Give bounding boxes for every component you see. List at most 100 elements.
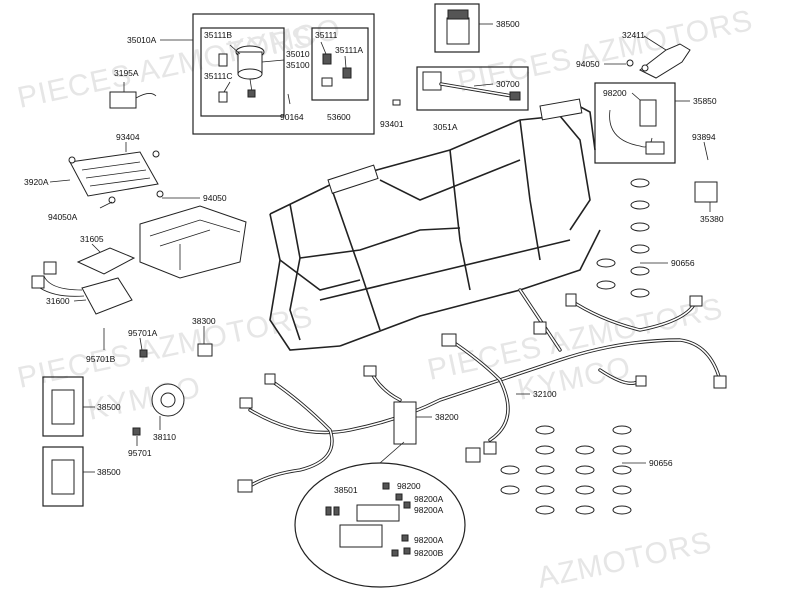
starter-relay-35850: [594, 82, 676, 164]
bolt-icon: [68, 156, 76, 164]
callout-93401[interactable]: 93401: [380, 119, 404, 129]
callout-35380[interactable]: 35380: [700, 214, 724, 224]
relay-body: [51, 389, 75, 425]
relay-body: [446, 17, 470, 45]
fuse-icon: [403, 547, 411, 555]
callout-3051A[interactable]: 3051A: [433, 122, 458, 132]
ecu-3920A: [68, 150, 164, 204]
callout-3920A[interactable]: 3920A: [24, 177, 49, 187]
callout-35111C[interactable]: 35111C: [204, 71, 233, 81]
callout-95701[interactable]: 95701: [128, 448, 152, 458]
watermark-text: KYMCO: [85, 371, 204, 427]
fuse-icon: [403, 501, 411, 509]
clip-set-90656-top: [596, 178, 650, 298]
regulator-body: [109, 91, 137, 109]
callout-38300[interactable]: 38300: [192, 316, 216, 326]
callout-95701A[interactable]: 95701A: [128, 328, 158, 338]
callout-38500[interactable]: 38500: [97, 467, 121, 477]
callout-98200A[interactable]: 98200A: [414, 535, 444, 545]
callout-35111B[interactable]: 35111B: [204, 30, 232, 40]
callout-35111[interactable]: 35111: [315, 30, 338, 40]
relay-38500-left-2: [42, 446, 84, 507]
callout-35100[interactable]: 35100: [286, 60, 310, 70]
callout-labels: 35010A 35111B 35111C 35010 35100 35111 3…: [24, 19, 724, 558]
callout-38200[interactable]: 38200: [435, 412, 459, 422]
callout-35010A[interactable]: 35010A: [127, 35, 157, 45]
relay-38500-top: [434, 3, 480, 53]
part-box: [416, 66, 529, 111]
screw-93401: [392, 99, 401, 106]
harness-connector: [635, 375, 647, 387]
callout-30700[interactable]: 30700: [496, 79, 520, 89]
pad-31605: [76, 247, 136, 275]
ignition-switch-bottom: [237, 68, 263, 80]
bolt-icon: [641, 64, 649, 72]
harness-connector: [465, 447, 481, 463]
callout-93404[interactable]: 93404: [116, 132, 140, 142]
callout-98200A[interactable]: 98200A: [414, 505, 444, 515]
harness-connector: [713, 375, 727, 389]
callout-35111A[interactable]: 35111A: [335, 45, 363, 55]
part-box: [42, 376, 84, 437]
callout-98200B[interactable]: 98200B: [414, 548, 444, 558]
callout-32411[interactable]: 32411: [622, 30, 645, 40]
ignition-connector: [247, 89, 256, 98]
bolt-icon: [152, 150, 160, 158]
callout-38500[interactable]: 38500: [97, 402, 121, 412]
callout-94050[interactable]: 94050: [576, 59, 600, 69]
bolt-icon: [108, 196, 116, 204]
callout-38501[interactable]: 38501: [334, 485, 358, 495]
callout-95701B[interactable]: 95701B: [86, 354, 116, 364]
ignition-key-icon: [218, 53, 228, 67]
callout-32100[interactable]: 32100: [533, 389, 557, 399]
callout-31605[interactable]: 31605: [80, 234, 104, 244]
harness-connector: [264, 373, 276, 385]
fuse-icon: [325, 506, 332, 516]
callout-93894[interactable]: 93894: [692, 132, 716, 142]
callout-94050A[interactable]: 94050A: [48, 212, 78, 222]
harness-connector: [565, 293, 577, 307]
leader-lines: [49, 23, 711, 473]
callout-31600[interactable]: 31600: [46, 296, 70, 306]
relay-35380: [694, 181, 718, 203]
fuse-icon: [333, 506, 340, 516]
fuse-icon: [382, 482, 390, 490]
harness-connector: [441, 333, 457, 347]
group-box-35010A: [192, 13, 375, 135]
regulator-connector: [43, 261, 57, 275]
fuse-box-38200: [393, 401, 417, 445]
callout-90164[interactable]: 90164: [280, 112, 304, 122]
callout-90656[interactable]: 90656: [671, 258, 695, 268]
lock-cylinder: [342, 67, 352, 79]
callout-38500[interactable]: 38500: [496, 19, 520, 29]
callout-3195A[interactable]: 3195A: [114, 68, 139, 78]
screw-90164: [287, 93, 291, 105]
callout-53600[interactable]: 53600: [327, 112, 351, 122]
callout-35010[interactable]: 35010: [286, 49, 310, 59]
bolt-icon: [156, 190, 164, 198]
callout-94050[interactable]: 94050: [203, 193, 227, 203]
callout-35850[interactable]: 35850: [693, 96, 717, 106]
group-box-35010: [200, 27, 285, 117]
fuse-detail-inset: [294, 441, 466, 588]
part-box: [594, 82, 676, 164]
regulator-connector: [31, 275, 45, 289]
ignition-key-icon: [218, 91, 228, 103]
regulator-wire: [135, 93, 157, 99]
sensor-30700: [416, 66, 529, 111]
callout-98200[interactable]: 98200: [603, 88, 627, 98]
battery-tray: [139, 205, 247, 279]
callout-90656[interactable]: 90656: [649, 458, 673, 468]
clip-set-90656-bottom: [500, 425, 632, 515]
bolt-icon: [626, 59, 634, 67]
callout-38110[interactable]: 38110: [153, 432, 176, 442]
callout-98200[interactable]: 98200: [397, 481, 421, 491]
lock-cylinder: [322, 53, 332, 65]
harness-connector: [689, 295, 703, 307]
fuse-holder: [339, 524, 383, 548]
lock-cap: [321, 77, 333, 87]
starter-relay-connector: [645, 141, 665, 155]
callout-98200A[interactable]: 98200A: [414, 494, 444, 504]
